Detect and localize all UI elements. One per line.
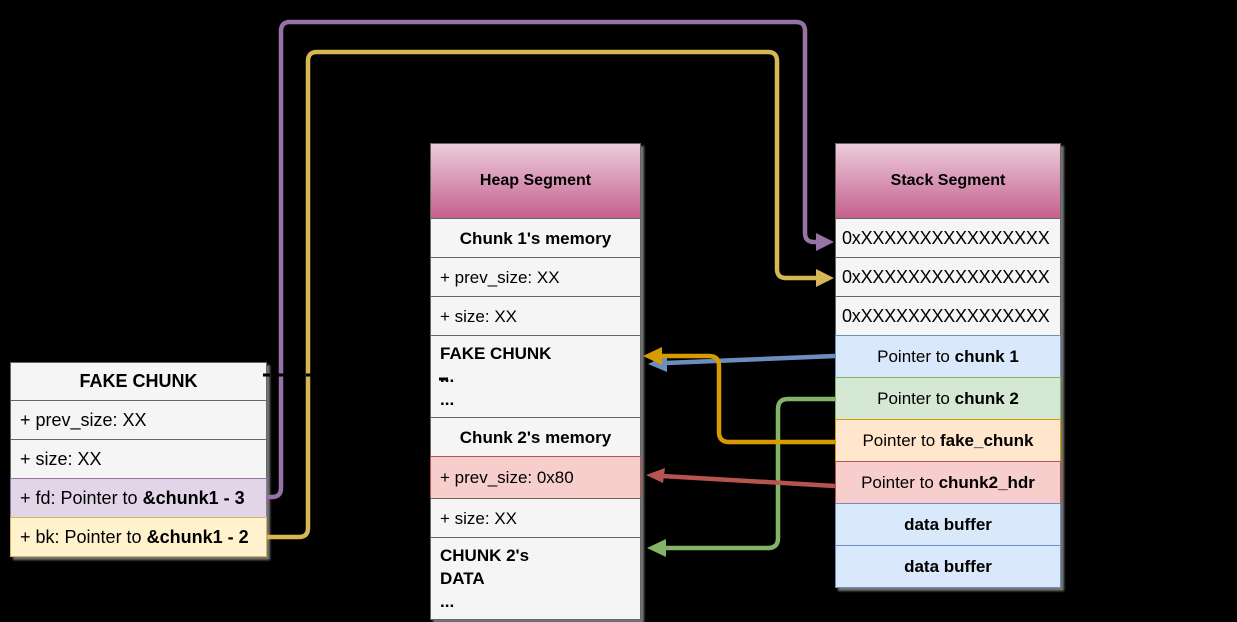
table-row: Chunk 1's memory [430, 218, 641, 258]
table-row: 0xXXXXXXXXXXXXXXXX [835, 296, 1061, 336]
cell-text: Chunk 1's memory [459, 228, 612, 248]
table-row: Pointer to chunk 1 [835, 335, 1061, 378]
cell-text: Pointer to fake_chunk [862, 431, 1034, 450]
table-row: + prev_size: XX [10, 400, 267, 440]
table-row: + bk: Pointer to &chunk1 - 2 [10, 517, 267, 557]
table-row: data buffer [835, 503, 1061, 546]
cell-text: 0xXXXXXXXXXXXXXXXX [842, 305, 1050, 326]
chunk1-pointer-arrow [648, 353, 836, 372]
cell-text: CHUNK 2's [440, 546, 530, 565]
table-row: Pointer to fake_chunk [835, 419, 1061, 462]
stack-segment-title: Stack Segment [835, 143, 1061, 219]
stack-segment-rows: 0xXXXXXXXXXXXXXXXX 0xXXXXXXXXXXXXXXXX 0xXX… [835, 218, 1061, 588]
table-row: + prev_size: XX [430, 257, 641, 297]
table-row: Chunk 2's memory [430, 417, 641, 457]
cell-text: + size: XX [20, 448, 102, 469]
cell-text: FAKE CHUNK [440, 344, 552, 363]
table-row: 0xXXXXXXXXXXXXXXXX [835, 257, 1061, 297]
chunk2-hdr-pointer-arrow [646, 468, 836, 489]
table-row: + size: XX [430, 498, 641, 538]
fake-chunk-pointer-arrow [643, 347, 835, 445]
cell-text: data buffer [904, 515, 992, 534]
cell-text: + prev_size: XX [20, 409, 147, 430]
table-row: Pointer to chunk2_hdr [835, 461, 1061, 504]
cell-text: + prev_size: 0x80 [440, 468, 574, 487]
cell-text: Pointer to chunk 2 [877, 389, 1019, 408]
table-row: FAKE CHUNK...... [430, 335, 641, 418]
table-row: Pointer to chunk 2 [835, 377, 1061, 420]
table-row: + size: XX [430, 296, 641, 336]
table-row: 0xXXXXXXXXXXXXXXXX [835, 218, 1061, 258]
cell-text: data buffer [904, 557, 992, 576]
cell-text: + size: XX [440, 508, 518, 528]
chunk2-pointer-arrow [647, 396, 835, 557]
cell-text: Pointer to chunk 1 [877, 347, 1019, 366]
heap-segment-rows: Chunk 1's memory + prev_size: XX + size: X… [430, 218, 641, 620]
cell-text: 0xXXXXXXXXXXXXXXXX [842, 227, 1050, 248]
cell-text: + fd: Pointer to &chunk1 - 3 [20, 487, 245, 508]
stray-tick-marks [263, 373, 448, 381]
heap-segment-title: Heap Segment [430, 143, 641, 219]
fake-chunk-table-rows: + prev_size: XX + size: XX + fd: Pointer t… [10, 400, 267, 557]
table-row: + size: XX [10, 439, 267, 479]
cell-text: Pointer to chunk2_hdr [861, 473, 1035, 492]
cell-text: ... [440, 390, 455, 409]
cell-text: + bk: Pointer to &chunk1 - 2 [20, 526, 249, 547]
table-row: + fd: Pointer to &chunk1 - 3 [10, 478, 267, 518]
fake-chunk-table: FAKE CHUNK + prev_size: XX + size: XX + fd… [10, 362, 267, 557]
heap-segment-table: Heap Segment Chunk 1's memory + prev_size… [430, 143, 641, 620]
cell-text: + size: XX [440, 306, 518, 326]
cell-text: 0xXXXXXXXXXXXXXXXX [842, 266, 1050, 287]
cell-text: DATA [440, 569, 485, 588]
cell-text: ... [440, 592, 455, 611]
table-row: data buffer [835, 545, 1061, 588]
cell-text: ... [440, 367, 455, 386]
fake-chunk-table-title: FAKE CHUNK [10, 362, 267, 401]
cell-text: + prev_size: XX [440, 267, 560, 287]
table-row: + prev_size: 0x80 [430, 456, 641, 499]
cell-text: Chunk 2's memory [459, 427, 612, 447]
